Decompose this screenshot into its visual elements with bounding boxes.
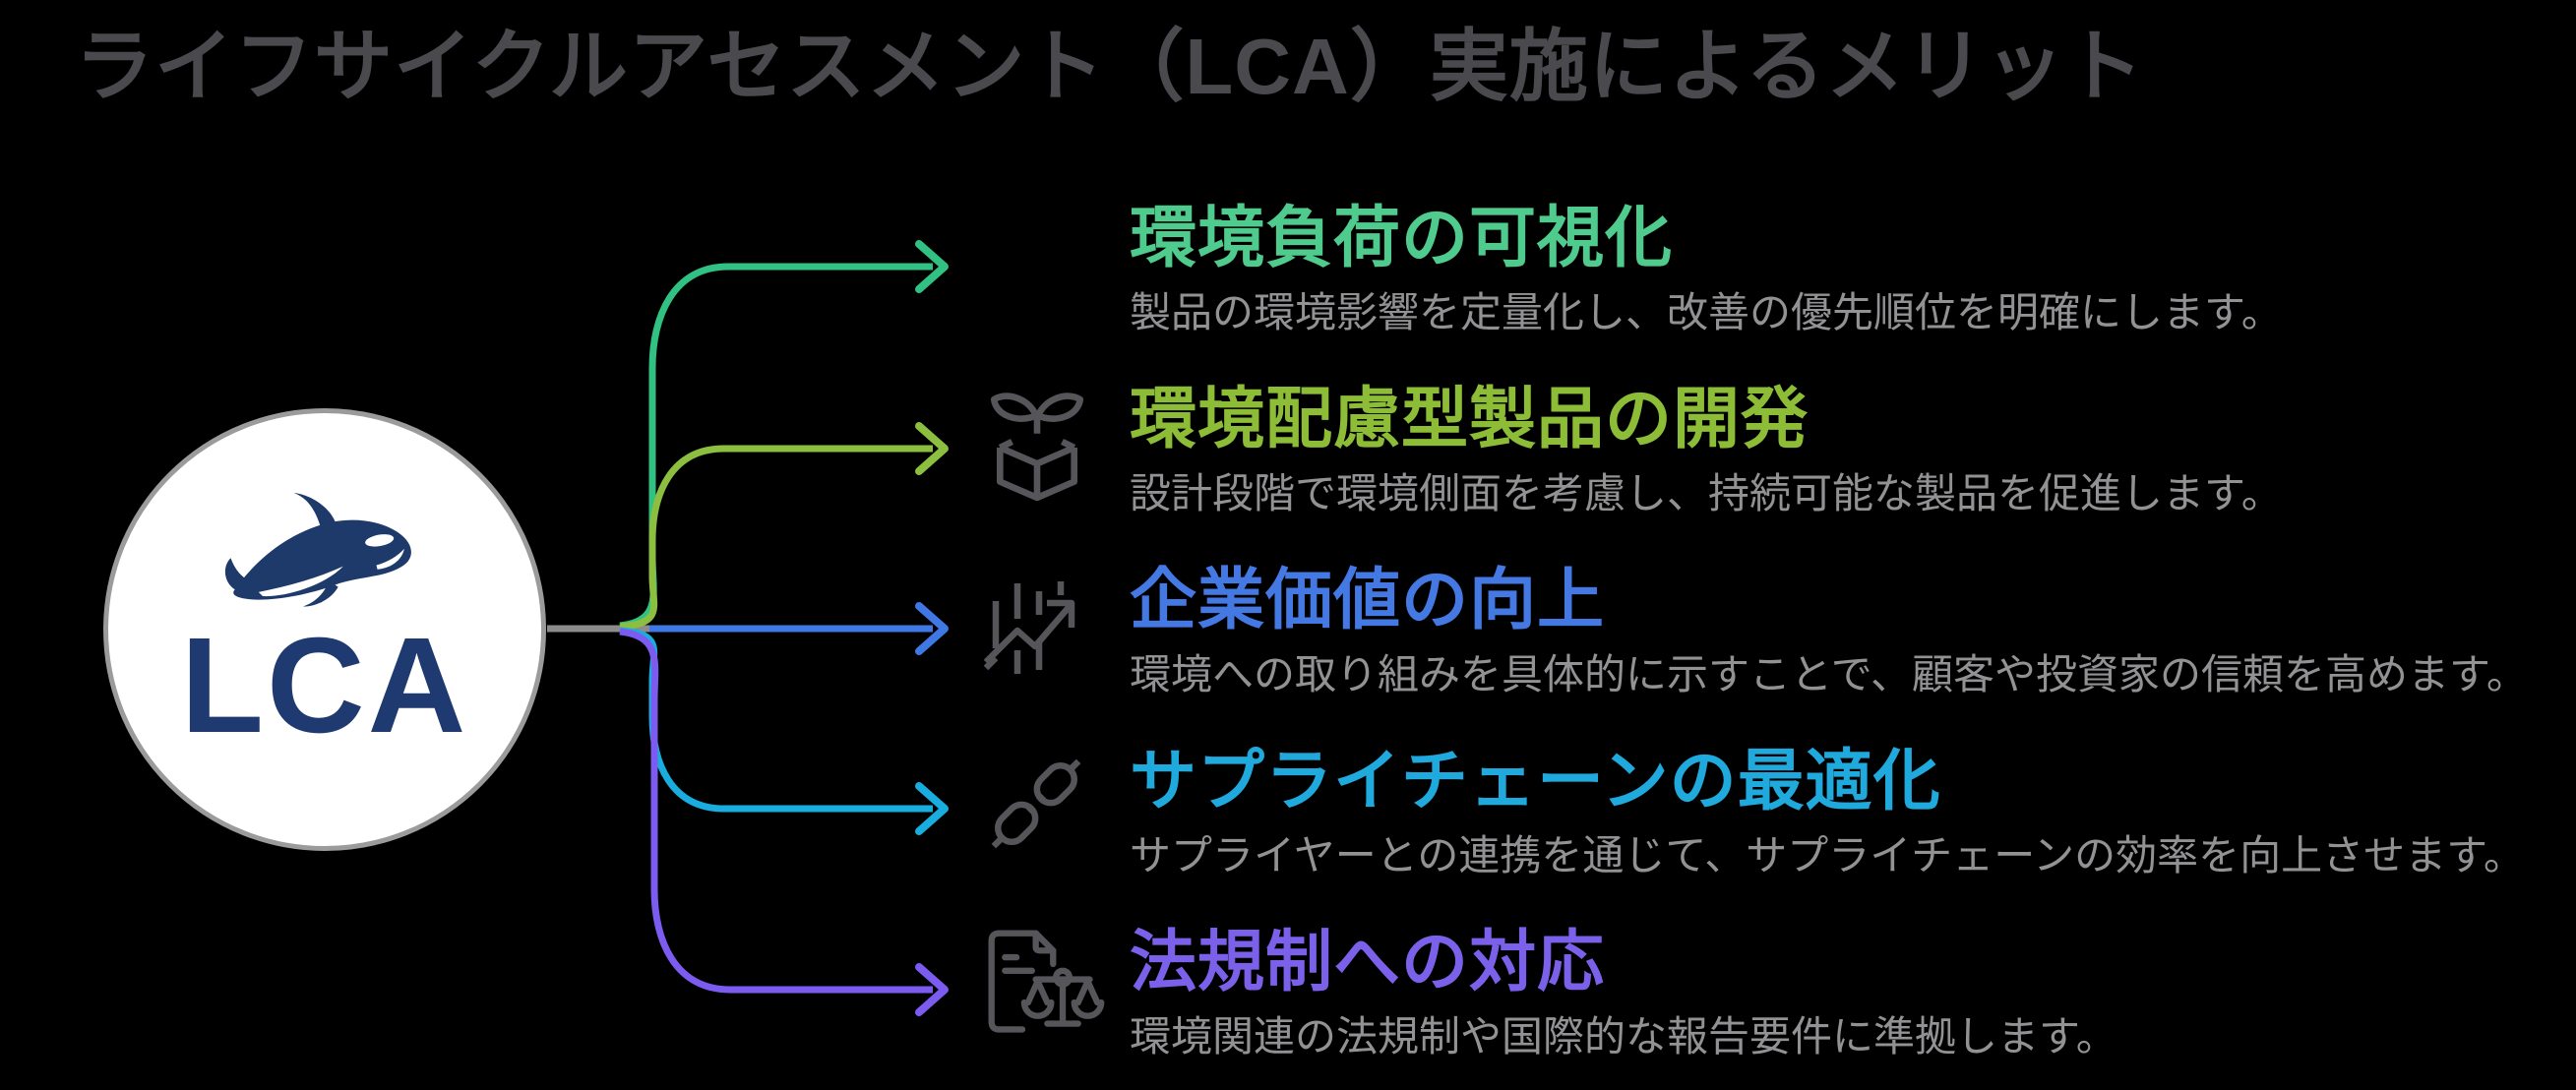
benefit-description-1: 製品の環境影響を定量化し、改善の優先順位を明確にします。 bbox=[1130, 289, 2283, 335]
benefit-heading-4: サプライチェーンの最適化 bbox=[1130, 744, 1941, 818]
branch-line-1 bbox=[619, 263, 933, 630]
lca-hub-circle: LCA bbox=[103, 408, 546, 851]
benefit-heading-3: 企業価値の向上 bbox=[1130, 563, 1606, 637]
branch-line-4 bbox=[619, 627, 933, 813]
legal-document-icon bbox=[988, 930, 1105, 1033]
hub-label: LCA bbox=[180, 610, 469, 761]
branch-line-2 bbox=[619, 445, 933, 631]
arrowhead-icon-4 bbox=[915, 782, 949, 835]
arrowhead-icon-2 bbox=[915, 422, 949, 475]
benefit-item-4: サプライチェーンの最適化 サプライヤーとの連携を通じて、サプライチェーンの効率を… bbox=[1130, 740, 2566, 883]
benefit-item-2: 環境配慮型製品の開発 設計段階で環境側面を考慮し、持続可能な製品を促進します。 bbox=[1130, 378, 2566, 521]
benefit-item-1: 環境負荷の可視化 製品の環境影響を定量化し、改善の優先順位を明確にします。 bbox=[1130, 197, 2566, 340]
benefit-heading-5: 法規制への対応 bbox=[1130, 925, 1606, 999]
arrowhead-icon-3 bbox=[915, 602, 949, 655]
benefit-heading-1: 環境負荷の可視化 bbox=[1130, 201, 1674, 275]
sprout-box-icon bbox=[990, 393, 1084, 502]
benefit-description-3: 環境への取り組みを具体的に示すことで、顧客や投資家の信頼を高めます。 bbox=[1130, 651, 2528, 697]
arrowhead-icon-5 bbox=[915, 963, 949, 1016]
benefit-description-2: 設計段階で環境側面を考慮し、持続可能な製品を促進します。 bbox=[1130, 470, 2283, 516]
benefit-description-4: サプライヤーとの連携を通じて、サプライチェーンの効率を向上させます。 bbox=[1130, 832, 2525, 878]
growth-chart-icon bbox=[983, 581, 1075, 674]
orca-icon bbox=[224, 493, 411, 607]
benefit-item-3: 企業価値の向上 環境への取り組みを具体的に示すことで、顧客や投資家の信頼を高めま… bbox=[1130, 559, 2566, 702]
branch-line-5 bbox=[619, 628, 933, 994]
benefit-item-5: 法規制への対応 環境関連の法規制や国際的な報告要件に準拠します。 bbox=[1130, 921, 2566, 1064]
benefit-description-5: 環境関連の法規制や国際的な報告要件に準拠します。 bbox=[1130, 1013, 2117, 1060]
arrowhead-icon-1 bbox=[915, 240, 949, 293]
chain-link-icon bbox=[991, 758, 1081, 849]
page-title: ライフサイクルアセスメント（LCA）実施によるメリット bbox=[75, 23, 2145, 110]
benefit-heading-2: 環境配慮型製品の開発 bbox=[1130, 382, 1809, 456]
